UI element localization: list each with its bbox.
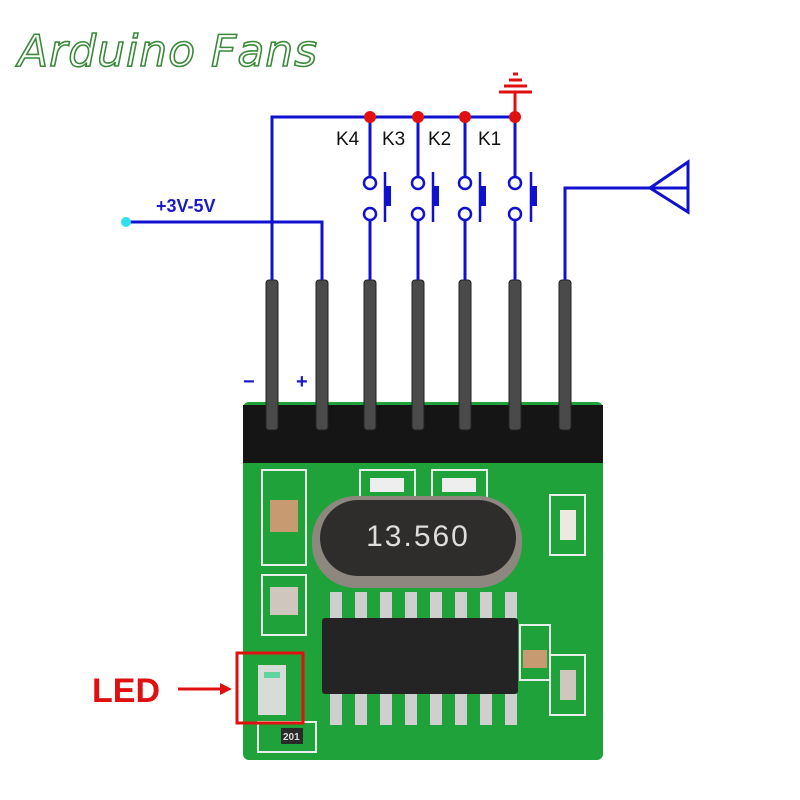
logo: Arduino Fans [15,26,318,77]
header-pins [265,279,572,431]
resistor-marking: 201 [283,732,300,743]
schematic-wires [126,115,650,280]
led-label: LED [92,672,160,710]
key-label-k3: K3 [382,129,405,150]
junction-nodes [364,111,521,123]
led-lens [264,672,280,678]
minus-label: − [243,371,255,393]
antenna-icon [647,159,690,215]
plus-label: + [296,371,308,393]
led-highlight-box [235,651,305,725]
arrow-right-icon [178,683,232,695]
supply-voltage-label: +3V-5V [156,196,216,216]
push-switches [362,172,537,222]
key-label-k1: K1 [478,129,501,150]
key-label-k2: K2 [428,129,451,150]
ground-icon [499,72,532,117]
resistor [281,728,303,744]
crystal-marking: 13.560 [366,520,470,553]
supply-terminal [121,217,131,227]
ic-chip [322,592,518,725]
crystal: 13.560 [312,496,522,588]
key-label-k4: K4 [336,129,360,150]
